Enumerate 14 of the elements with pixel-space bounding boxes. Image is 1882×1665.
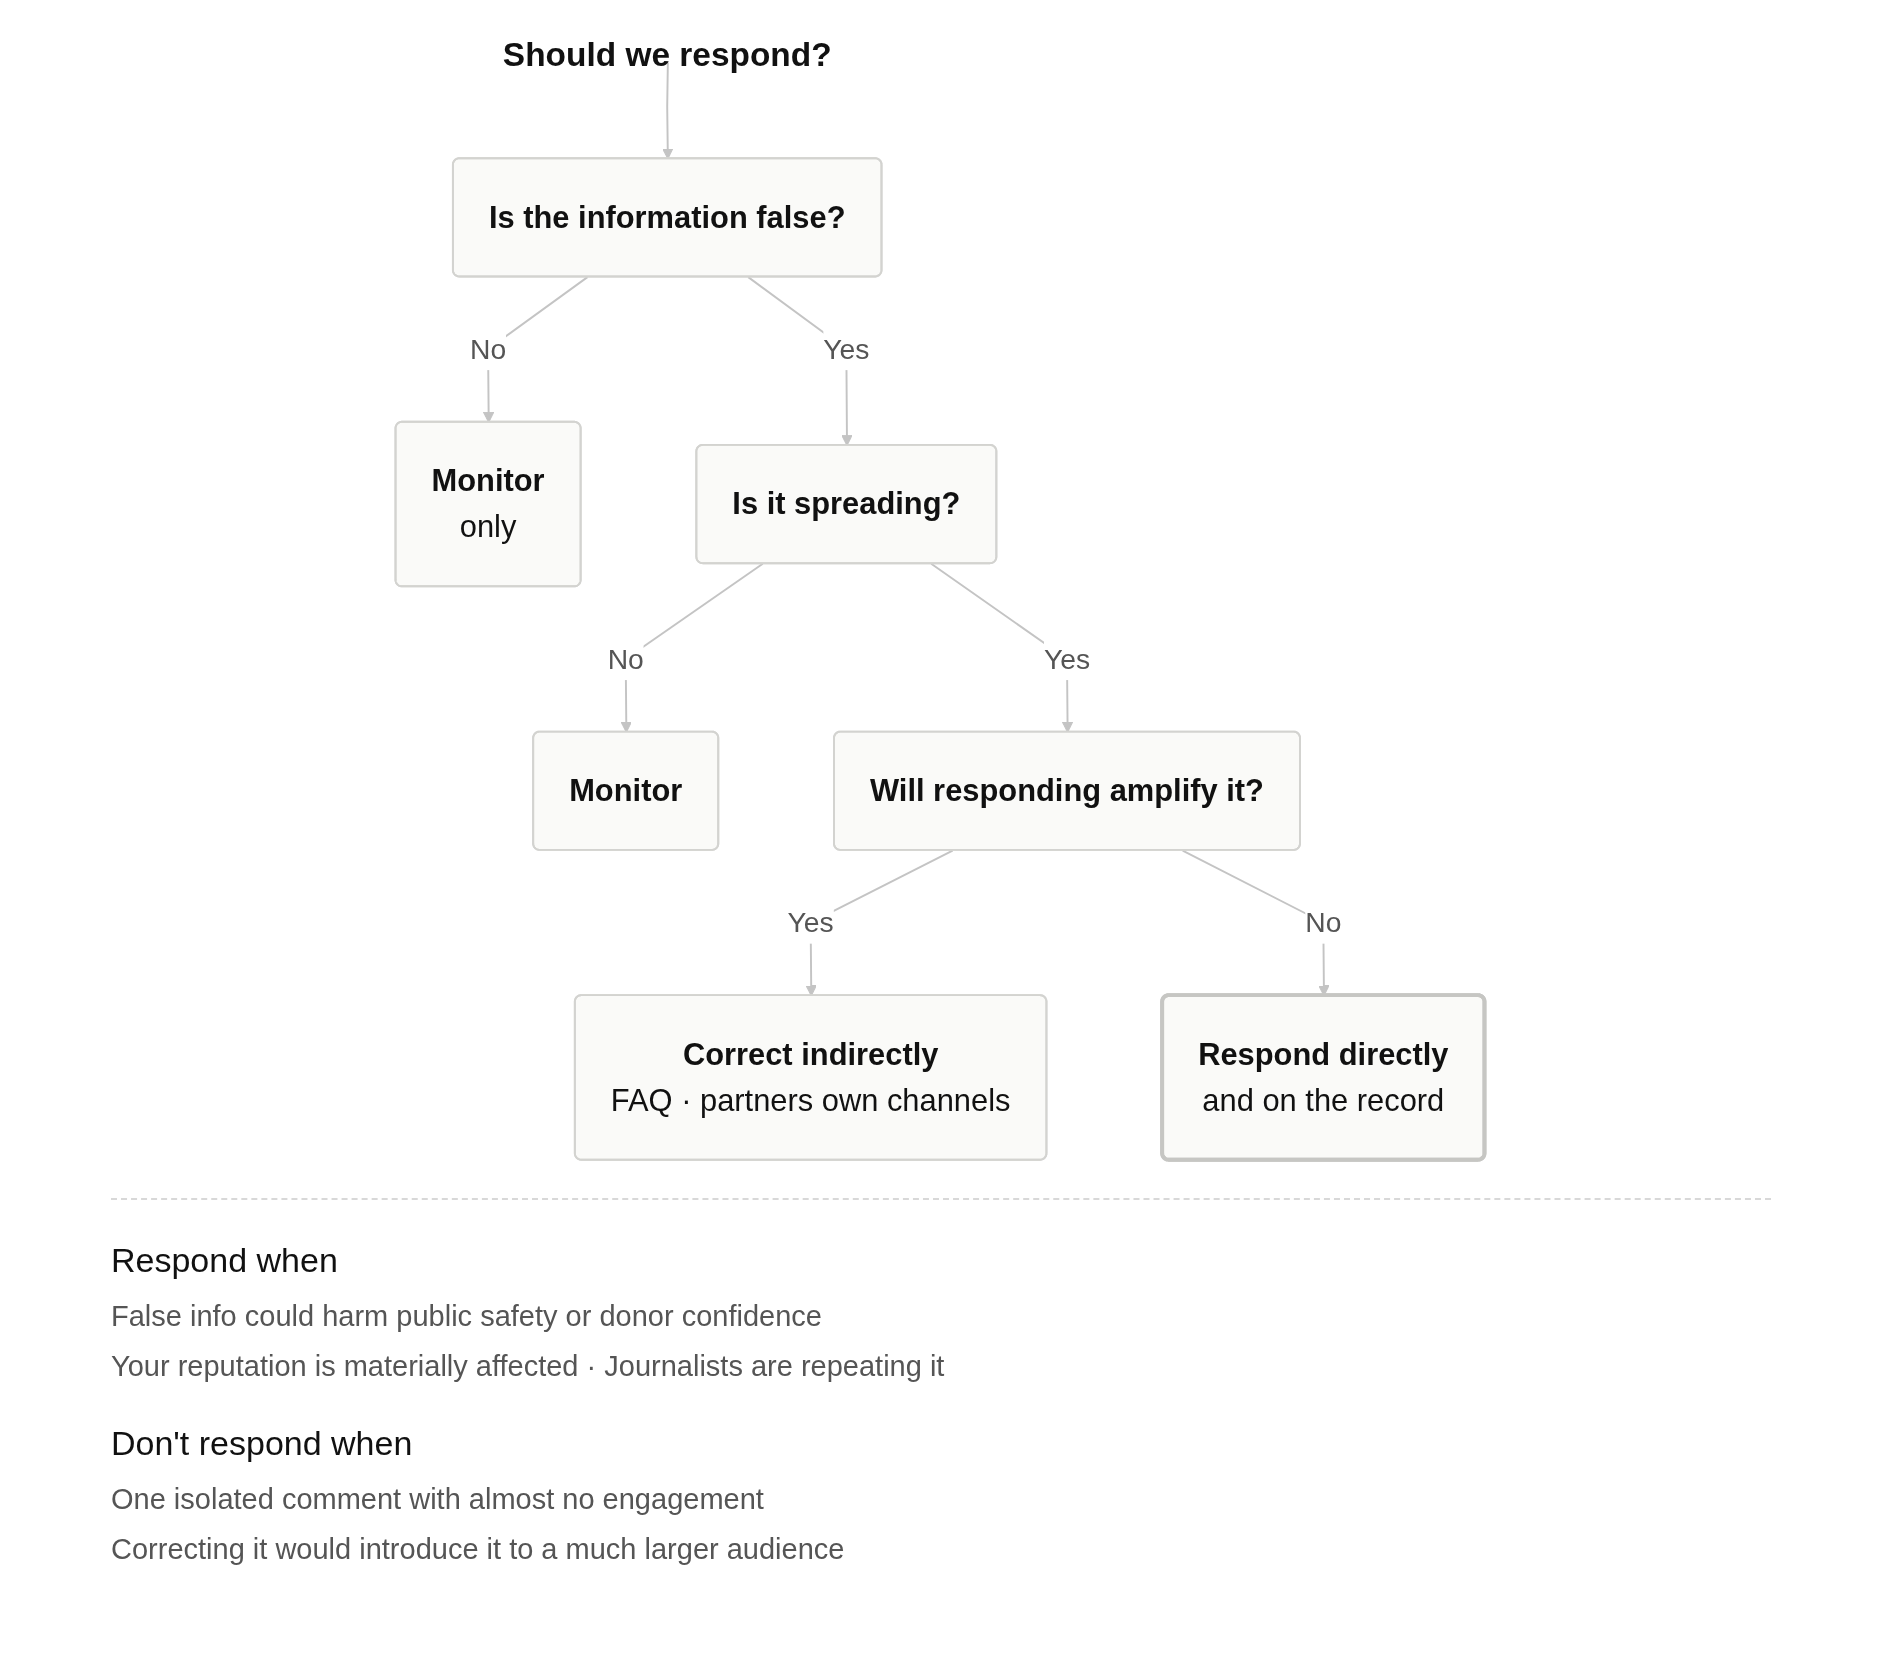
section-heading: Respond when	[111, 1240, 338, 1281]
arrow	[662, 61, 674, 160]
note-text: False info could harm public safety or donor confidence	[111, 1298, 822, 1334]
section-heading: Don't respond when	[111, 1422, 413, 1464]
edge-label: No	[607, 642, 644, 676]
note-text: One isolated comment with almost no engagement	[111, 1481, 764, 1517]
edge-label: Yes	[1043, 642, 1091, 676]
node-text: Should we respond?	[502, 35, 832, 74]
edge-label: No	[469, 333, 507, 366]
note-text: Correcting it would introduce it to a much larger audience	[111, 1531, 845, 1567]
edge-label: Yes	[787, 906, 834, 939]
edge-label: No	[1305, 906, 1342, 939]
edge-label: Yes	[823, 333, 870, 366]
note-text: Your reputation is materially affected · Journalists are repeating it	[111, 1348, 945, 1384]
